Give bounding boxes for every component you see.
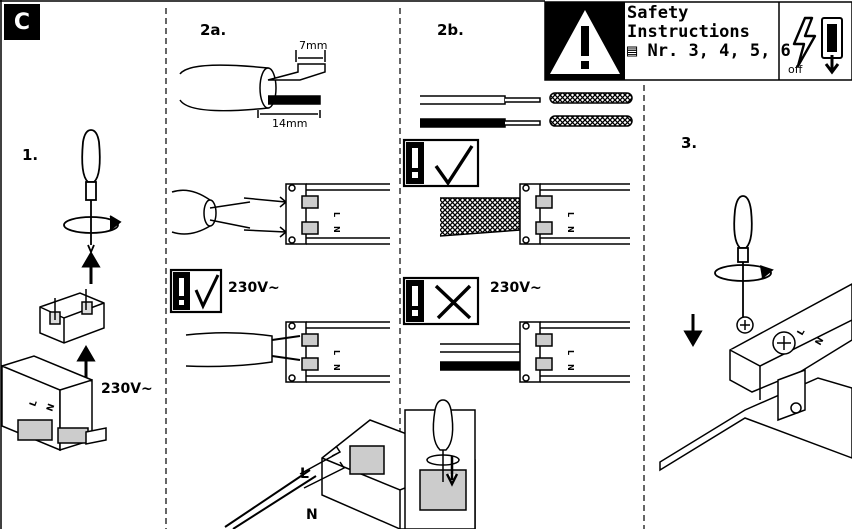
terminal-label-live: L xyxy=(332,350,341,355)
terminal-label-live: L xyxy=(566,350,575,355)
manual-icon: ▤ xyxy=(627,41,638,61)
step-1-label: 1. xyxy=(22,146,38,164)
terminal-label-neutral: N xyxy=(566,364,575,371)
terminal-clamp xyxy=(39,289,105,344)
safety-subtitle: Instructions xyxy=(627,22,750,42)
down-arrow-icon xyxy=(683,314,703,347)
step-3-label: 3. xyxy=(681,134,697,152)
voltage-label-2a: 230V~ xyxy=(228,280,280,296)
bare-wire-terminal-2b xyxy=(440,321,630,383)
up-arrow-icon xyxy=(76,345,96,378)
wire-label-live: L xyxy=(300,466,309,482)
safety-title: Safety xyxy=(627,3,689,23)
solid-wire-diagram xyxy=(420,92,633,128)
driver-housing xyxy=(1,355,107,452)
safety-numbers: Nr. 3, 4, 5, 6 xyxy=(647,41,791,61)
step-2b-label: 2b. xyxy=(437,21,464,39)
terminal-label-neutral: N xyxy=(566,226,575,233)
terminal-label-live: L xyxy=(28,399,39,408)
terminal-label-neutral: N xyxy=(45,403,57,414)
step-2a-label: 2a. xyxy=(200,21,226,39)
ferrule-terminal-2b xyxy=(439,183,630,245)
screwdriver-icon xyxy=(81,129,101,255)
power-off-icon: off xyxy=(788,16,843,76)
rotate-arrow-icon xyxy=(63,215,122,234)
driver-connection-view xyxy=(224,399,476,529)
terminal-label-neutral: N xyxy=(332,226,341,233)
wire-insertion-diagram xyxy=(171,183,390,245)
voltage-label-1: 230V~ xyxy=(101,381,153,397)
wired-terminal-2a xyxy=(185,321,390,383)
up-arrow-icon xyxy=(81,251,101,284)
strip-length-long: 14mm xyxy=(272,117,307,130)
correct-check-icon xyxy=(402,138,480,188)
terminal-label-neutral: N xyxy=(332,364,341,371)
wire-label-neutral: N xyxy=(306,507,318,523)
rotate-arrow-icon xyxy=(714,264,774,282)
terminal-label-live: L xyxy=(332,212,341,217)
section-badge: C xyxy=(4,4,40,40)
terminal-label-neutral: N xyxy=(814,336,826,348)
mounted-driver xyxy=(659,283,852,472)
safety-instructions: Safety Instructions ▤ Nr. 3, 4, 5, 6 xyxy=(627,3,791,80)
terminal-label-live: L xyxy=(796,327,808,337)
wrong-cross-icon xyxy=(402,276,480,326)
strip-length-short: 7mm xyxy=(299,39,327,52)
cable-strip-diagram xyxy=(179,50,326,118)
terminal-label-live: L xyxy=(566,212,575,217)
power-off-label: off xyxy=(788,63,803,76)
voltage-label-2b: 230V~ xyxy=(490,280,542,296)
screwdriver-icon xyxy=(733,195,753,318)
correct-check-icon xyxy=(169,268,223,314)
